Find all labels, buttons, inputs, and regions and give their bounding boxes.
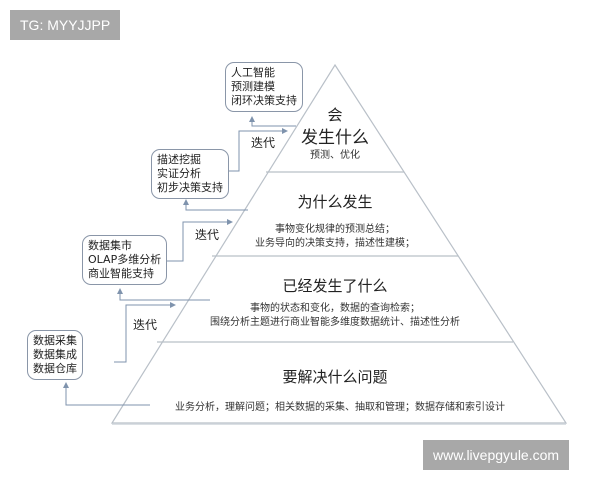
level-3-desc-line2: 围绕分析主题进行商业智能多维度数据统计、描述性分析	[210, 317, 460, 328]
box-line: 实证分析	[157, 167, 201, 180]
capability-box-ai: 人工智能 预测建模 闭环决策支持	[225, 62, 303, 112]
capability-box-olap: 数据集市 OLAP多维分析 商业智能支持	[82, 235, 168, 285]
pyramid-outline	[110, 63, 568, 424]
level-1-desc: 预测、优化	[310, 150, 360, 161]
connector-feedback-1	[249, 116, 296, 127]
level-2-desc-line1: 事物变化规律的预测总结；	[275, 224, 395, 235]
connector-feedback-2	[183, 199, 248, 211]
watermark-bottom: www.livepgyule.com	[423, 440, 570, 470]
box-line: 描述挖掘	[157, 153, 201, 166]
level-1-title-line2: 发生什么	[301, 128, 369, 148]
connector-iter-3	[162, 219, 233, 262]
box-line: 数据采集	[33, 334, 77, 347]
iteration-label: 迭代	[251, 136, 276, 150]
iteration-label: 迭代	[195, 228, 220, 242]
box-line: 闭环决策支持	[231, 94, 297, 107]
iteration-label: 迭代	[133, 318, 158, 332]
box-line: 初步决策支持	[157, 181, 223, 194]
level-4-title: 要解决什么问题	[282, 368, 388, 386]
box-line: 数据集成	[33, 348, 77, 361]
connector-feedback-4	[63, 382, 150, 406]
connector-iter-2	[229, 128, 288, 172]
level-4-desc: 业务分析，理解问题；相关数据的采集、抽取和管理；数据存储和索引设计	[175, 402, 505, 413]
capability-box-warehouse: 数据采集 数据集成 数据仓库	[27, 330, 83, 380]
box-line: 数据仓库	[33, 362, 77, 375]
connector-iter-4	[114, 302, 176, 363]
box-line: 数据集市	[88, 239, 132, 252]
box-line: 人工智能	[231, 66, 275, 79]
box-line: OLAP多维分析	[88, 253, 162, 266]
level-2-title: 为什么发生	[297, 193, 373, 211]
level-2-desc-line2: 业务导向的决策支持，描述性建模；	[255, 238, 415, 249]
capability-box-mining: 描述挖掘 实证分析 初步决策支持	[151, 149, 229, 199]
connector-feedback-3	[117, 288, 210, 301]
box-line: 商业智能支持	[88, 267, 154, 280]
level-3-title: 已经发生了什么	[282, 277, 388, 295]
level-3-desc-line1: 事物的状态和变化，数据的查询检索；	[250, 303, 420, 314]
level-1-title-line1: 会	[327, 106, 343, 124]
box-line: 预测建模	[231, 80, 275, 93]
watermark-top: TG: MYYJJPP	[10, 10, 121, 40]
